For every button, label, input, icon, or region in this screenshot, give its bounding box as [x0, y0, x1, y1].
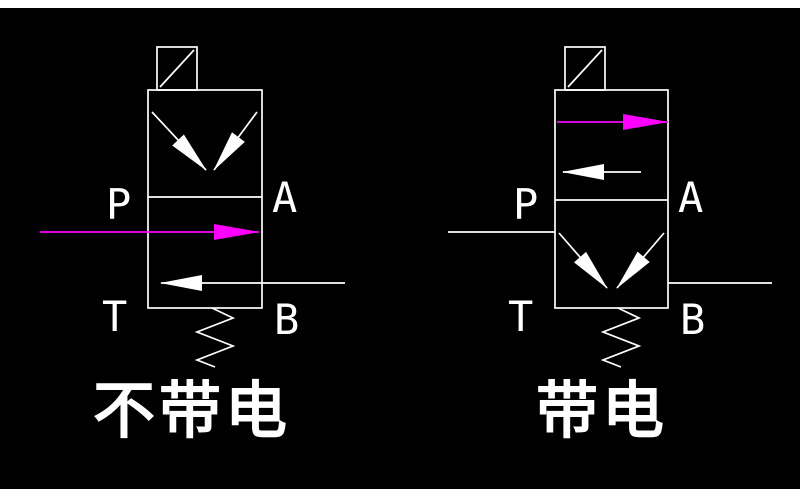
top-border [0, 0, 800, 8]
solenoid-diagonal-icon [567, 49, 603, 88]
port-label-p: P [513, 180, 538, 229]
crossed-arrow-right-icon [213, 111, 258, 171]
spring-icon [194, 307, 236, 368]
spring-icon [600, 307, 642, 368]
port-label-p: P [106, 180, 131, 229]
crossed-arrow-right-icon [616, 232, 665, 289]
valve-de-energized: P A T B 不带电 [40, 46, 345, 447]
crossed-arrow-left-icon [151, 111, 207, 171]
bottom-border [0, 489, 800, 500]
solenoid-diagonal-icon [159, 49, 195, 88]
port-label-t: T [102, 292, 127, 341]
caption-energized: 带电 [536, 374, 668, 447]
valve-body [147, 89, 263, 309]
caption-de-energized: 不带电 [93, 374, 291, 447]
port-label-a: A [272, 173, 297, 222]
valve-energized: P A T B 带电 [448, 46, 772, 447]
valve-body [554, 89, 669, 309]
port-label-b: B [680, 295, 705, 344]
port-label-t: T [508, 292, 533, 341]
crossed-arrow-left-icon [558, 232, 608, 289]
port-label-a: A [678, 173, 703, 222]
port-label-b: B [274, 295, 299, 344]
